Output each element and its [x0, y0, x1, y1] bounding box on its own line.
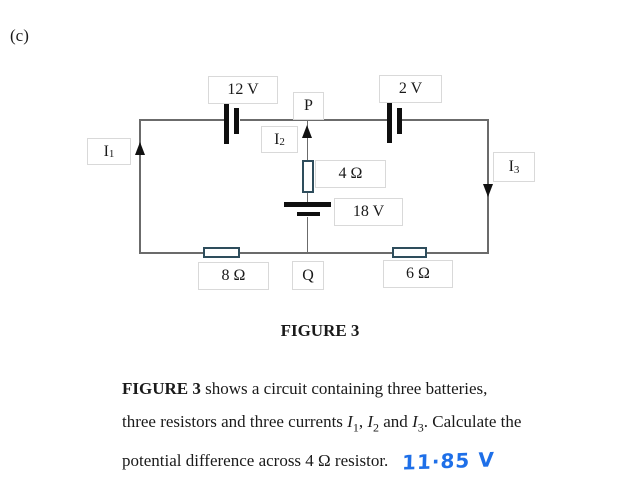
- problem-line-2: three resistors and three currents I1, I…: [122, 405, 607, 444]
- label-battery-18v-text: 18 V: [352, 203, 385, 220]
- current-i2-symbol: I: [367, 412, 374, 431]
- current-i3-subscript: 3: [417, 420, 424, 435]
- problem-line-2-post: . Calculate the: [423, 412, 522, 431]
- current-i2-arrow-up-icon: [301, 125, 312, 138]
- problem-line-2-pre: three resistors and three currents: [122, 412, 348, 431]
- battery-12v-short-plate: [233, 108, 239, 134]
- figure-caption: FIGURE 3: [280, 321, 360, 340]
- label-node-p-text: P: [304, 97, 313, 114]
- problem-line-1-bold: FIGURE 3: [122, 379, 201, 398]
- label-current-i3-base: I: [508, 158, 514, 175]
- wire-middle-between: [306, 191, 309, 203]
- handwritten-answer: 11·85 V: [401, 447, 496, 476]
- wire-middle-lower: [306, 216, 309, 254]
- wire-top-left: [140, 119, 224, 121]
- separator-and: and: [379, 412, 413, 431]
- label-node-p: P: [293, 92, 324, 120]
- label-current-i2-sub: 2: [279, 136, 285, 148]
- label-resistor-4ohm: 4 Ω: [315, 160, 386, 188]
- label-resistor-4ohm-text: 4 Ω: [338, 165, 363, 182]
- label-resistor-8ohm: 8 Ω: [198, 262, 269, 290]
- label-resistor-6ohm: 6 Ω: [383, 260, 453, 288]
- separator-comma: ,: [358, 412, 368, 431]
- problem-text: FIGURE 3 shows a circuit containing thre…: [122, 372, 607, 478]
- label-resistor-6ohm-text: 6 Ω: [406, 265, 430, 282]
- problem-line-1: FIGURE 3 shows a circuit containing thre…: [122, 372, 607, 405]
- wire-left: [139, 119, 141, 254]
- problem-line-3: potential difference across 4 Ω resistor…: [122, 444, 607, 478]
- wire-middle-upper: [306, 120, 309, 163]
- label-node-q-text: Q: [302, 266, 314, 284]
- current-i2-subscript: 2: [373, 420, 380, 435]
- label-battery-18v: 18 V: [334, 198, 403, 226]
- part-label: (c): [10, 26, 29, 45]
- current-i3-arrow-down-icon: [482, 184, 493, 197]
- resistor-6ohm-symbol: [392, 246, 427, 258]
- label-battery-12v-text: 12 V: [227, 81, 259, 98]
- wire-bottom: [139, 252, 489, 254]
- label-current-i1-sub: 1: [108, 148, 115, 160]
- battery-18v-long-plate: [284, 202, 331, 207]
- resistor-8ohm-symbol: [203, 246, 240, 258]
- wire-top-right: [401, 119, 489, 121]
- label-battery-2v-text: 2 V: [398, 80, 423, 97]
- label-battery-2v: 2 V: [379, 75, 442, 103]
- current-i3-symbol: I: [412, 412, 418, 431]
- battery-12v-long-plate: [224, 102, 229, 144]
- problem-line-3-text: potential difference across 4 Ω resistor…: [122, 451, 389, 471]
- current-i1-arrow-up-icon: [134, 142, 145, 155]
- resistor-4ohm-symbol: [302, 160, 314, 193]
- label-current-i2-base: I: [274, 130, 280, 148]
- label-node-q: Q: [292, 261, 324, 290]
- battery-18v-short-plate: [297, 211, 320, 216]
- current-i1-symbol: I: [347, 412, 353, 431]
- problem-line-1-rest: shows a circuit containing three batteri…: [200, 379, 488, 398]
- label-current-i1-base: I: [103, 142, 109, 160]
- label-battery-12v: 12 V: [208, 76, 278, 104]
- current-i1-subscript: 1: [352, 420, 359, 435]
- battery-2v-short-plate: [396, 108, 402, 134]
- label-resistor-8ohm-text: 8 Ω: [221, 267, 246, 284]
- battery-2v-long-plate: [387, 102, 392, 143]
- label-current-i3-sub: 3: [513, 163, 520, 176]
